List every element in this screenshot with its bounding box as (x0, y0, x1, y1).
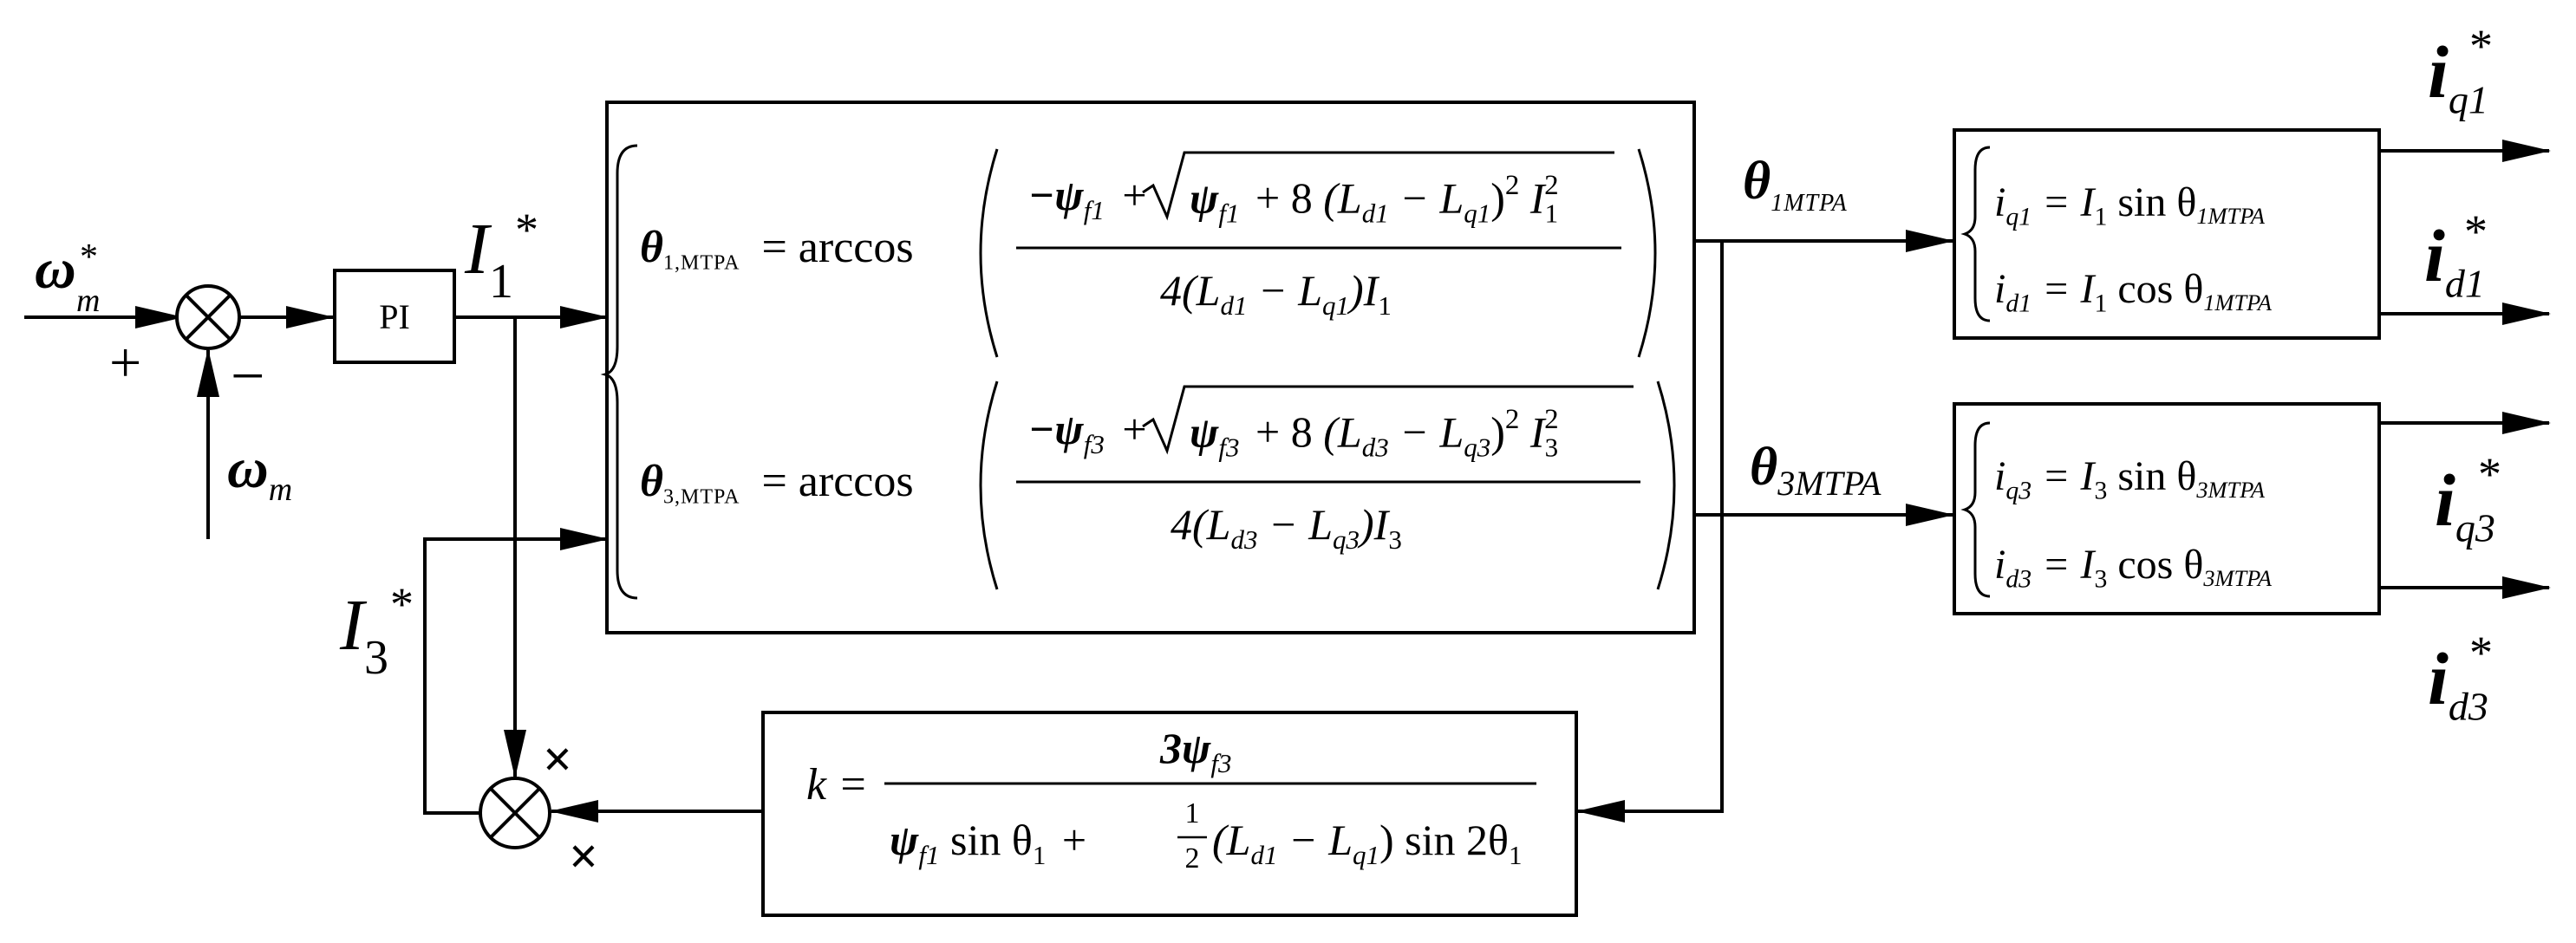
pi-block-label: PI (379, 297, 410, 336)
minus-sign: − (231, 343, 265, 410)
k-block-frame (761, 711, 1578, 917)
mtpa-block-frame (605, 101, 1696, 634)
row2-numerator: −ψf3 + (1028, 405, 1147, 459)
block1-frame (1953, 128, 2381, 340)
summing-junction (175, 284, 241, 350)
row1-numerator: −ψf1 + (1028, 171, 1147, 225)
pi-block-frame (333, 269, 456, 364)
plus-sign: + (109, 331, 142, 394)
block3-brace (1960, 421, 1991, 598)
multiplier-sign-top: × (543, 731, 573, 788)
k-numerator: 3ψf3 (1160, 724, 1232, 778)
multiplier-junction (479, 777, 551, 849)
i3-ref-label: I3* (340, 578, 414, 685)
row2-lhs: θ3,MTPA = arccos (640, 457, 914, 509)
row1-rparen (1637, 148, 1657, 358)
row1-denominator: 4(Ld1 − Lq1)I1 (1160, 266, 1392, 321)
theta1-branch-wire (1576, 241, 1724, 823)
multiplier-sign-bottom: × (569, 828, 599, 885)
block1-brace (1960, 146, 1991, 322)
row2-rparen (1656, 380, 1676, 590)
k-half-den: 2 (1184, 842, 1200, 875)
id3-ref-label: id3* (2428, 627, 2493, 729)
id1-ref-label: id1* (2424, 205, 2488, 306)
k-denominator-tail: (Ld1 − Lq1) sin 2θ1 (1212, 816, 1523, 870)
row1-radicand: ψf1 + 8 (Ld1 − Lq1)2 I12 (1190, 170, 1559, 229)
row1-lhs: θ1,MTPA = arccos (640, 223, 914, 275)
theta1-label: θ1MTPA (1743, 152, 1848, 217)
theta3-label: θ3MTPA (1750, 438, 1881, 503)
row1-radical (1142, 151, 1614, 221)
iq1-ref-label: iq1* (2428, 20, 2493, 122)
block3-line2: id3 = I3 cos θ3MTPA (1994, 542, 2273, 594)
block1-line1: iq1 = I1 sin θ1MTPA (1994, 179, 2266, 231)
mtpa-brace (600, 144, 638, 600)
row2-radicand: ψf3 + 8 (Ld3 − Lq3)2 I32 (1190, 404, 1559, 463)
block3-frame (1953, 402, 2381, 615)
block1-line2: id1 = I1 cos θ1MTPA (1994, 266, 2273, 318)
speed-feedback-label: ωm (227, 437, 293, 509)
row1-lparen (979, 148, 999, 358)
row2-denominator: 4(Ld3 − Lq3)I3 (1171, 500, 1402, 555)
row2-radical (1142, 385, 1634, 455)
block3-line1: iq3 = I3 sin θ3MTPA (1994, 453, 2266, 505)
k-denominator: ψf1 sin θ1 + (890, 816, 1087, 870)
k-half-num: 1 (1184, 797, 1200, 829)
iq3-ref-label: iq3* (2435, 448, 2501, 550)
k-lhs: k = (806, 760, 869, 810)
row2-lparen (979, 380, 999, 590)
i1-ref-label: I1* (465, 204, 538, 309)
i3-ref-wire (423, 528, 609, 815)
